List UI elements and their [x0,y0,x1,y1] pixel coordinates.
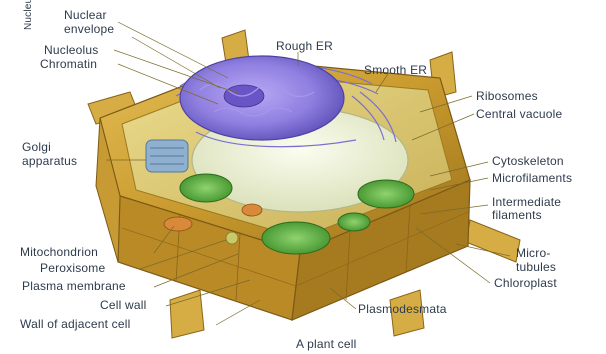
label-peroxisome: Peroxisome [40,262,105,275]
golgi-apparatus [146,140,188,172]
label-microtubules-line2: tubules [516,261,556,274]
label-golgi-line2: apparatus [22,155,77,168]
label-cytoskeleton: Cytoskeleton [492,155,564,168]
label-plasma-membrane: Plasma membrane [22,280,126,293]
label-chloroplast: Chloroplast [494,277,557,290]
label-rough-er: Rough ER [276,40,333,53]
label-cell-wall: Cell wall [100,299,146,312]
peroxisome [226,232,238,244]
label-chromatin: Chromatin [40,58,97,71]
label-wall-adjacent: Wall of adjacent cell [20,318,130,331]
label-intermediate-line2: filaments [492,209,542,222]
label-plasmodesmata: Plasmodesmata [358,303,447,316]
label-golgi-line1: Golgi [22,141,51,154]
label-nucleolus: Nucleolus [44,44,99,57]
label-nucleus: Nucleus [22,0,35,30]
diagram-caption: A plant cell [296,338,356,351]
label-mitochondrion: Mitochondrion [20,246,98,259]
label-microfilaments: Microfilaments [492,172,572,185]
label-ribosomes: Ribosomes [476,90,538,103]
label-microtubules-line1: Micro- [516,247,551,260]
nucleus [180,56,344,140]
label-central-vacuole: Central vacuole [476,108,562,121]
label-nuclear-envelope: Nuclear envelope [64,8,156,36]
label-smooth-er: Smooth ER [364,64,427,77]
